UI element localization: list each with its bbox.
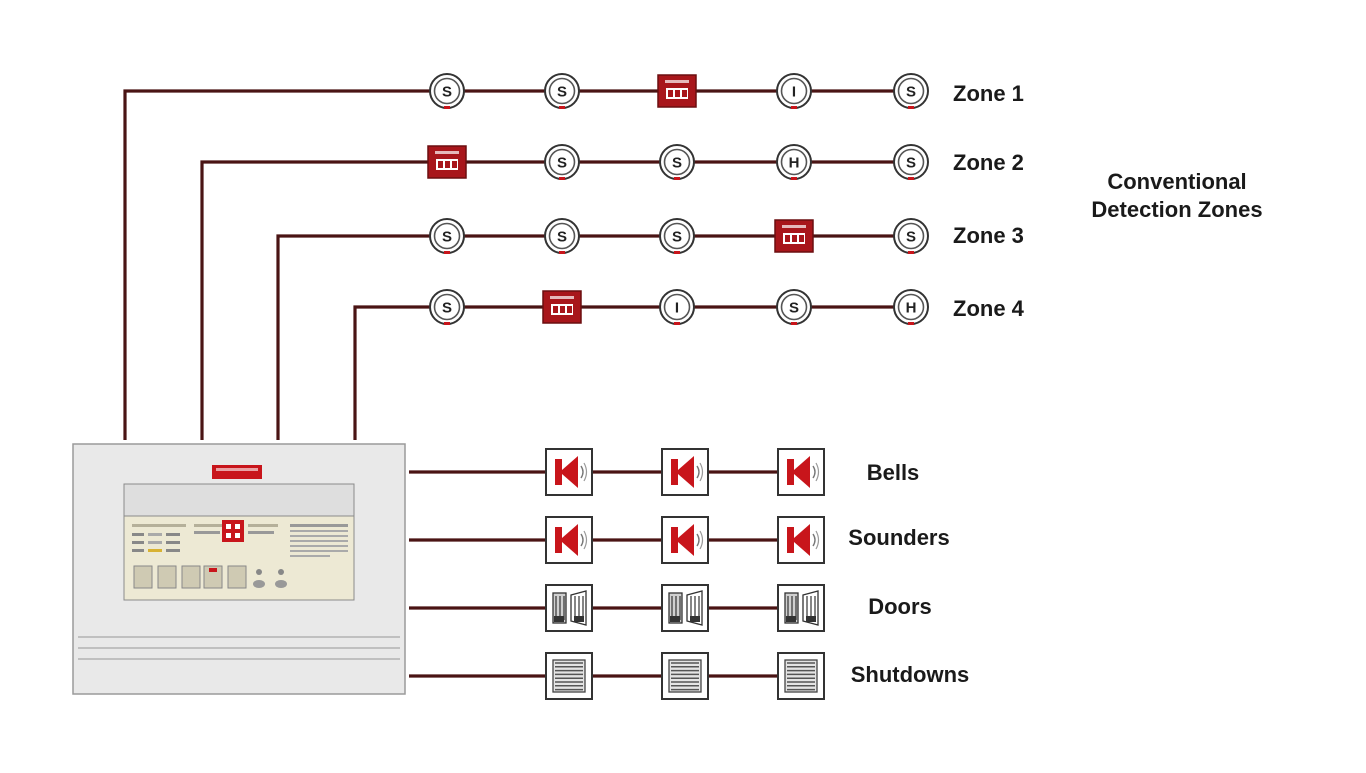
manual-call-point-icon (542, 290, 582, 324)
sounder-icon (777, 516, 825, 564)
bell-icon (545, 448, 593, 496)
device-letter: H (789, 155, 800, 172)
door-holder-icon (777, 584, 825, 632)
diagram-title: Conventional Detection Zones (1091, 169, 1262, 222)
output-label-sounders: Sounders (848, 525, 949, 550)
smoke-detector-icon: S (893, 144, 929, 180)
panel-vents (78, 636, 400, 660)
device-letter: S (557, 84, 567, 101)
smoke-detector-icon: S (659, 144, 695, 180)
smoke-detector-icon: S (544, 73, 580, 109)
panel-display (123, 483, 355, 517)
shutdown-relay-icon (777, 652, 825, 700)
smoke-detector-icon: S (659, 218, 695, 254)
device-letter: S (557, 155, 567, 172)
smoke-detector-icon: S (544, 218, 580, 254)
zone-wire-3 (276, 234, 911, 440)
smoke-detector-icon: S (429, 218, 465, 254)
manual-call-point-icon (427, 145, 467, 179)
zone-label-4: Zone 4 (953, 296, 1025, 321)
sounder-icon (545, 516, 593, 564)
device-letter: S (906, 229, 916, 246)
device-letter: H (906, 300, 917, 317)
wiring (123, 89, 911, 678)
title-line-1: Conventional (1107, 169, 1246, 194)
zone-label-3: Zone 3 (953, 223, 1024, 248)
sounder-icon (661, 516, 709, 564)
bell-icon (777, 448, 825, 496)
device-letter: S (789, 300, 799, 317)
device-letter: S (442, 84, 452, 101)
smoke-detector-icon: S (544, 144, 580, 180)
smoke-detector-icon: S (429, 289, 465, 325)
device-letter: S (672, 229, 682, 246)
shutdown-relay-icon (661, 652, 709, 700)
manual-call-point-icon (657, 74, 697, 108)
shutdown-relay-icon (545, 652, 593, 700)
smoke-detector-icon: S (893, 73, 929, 109)
ionisation-detector-icon: I (659, 289, 695, 325)
panel-buttons (133, 565, 287, 589)
zone-labels: Zone 1 Zone 2 Zone 3 Zone 4 (953, 81, 1025, 321)
device-letter: S (906, 155, 916, 172)
output-labels: Bells Sounders Doors Shutdowns (848, 460, 969, 687)
device-letter: I (792, 84, 796, 101)
panel-logo (212, 465, 262, 479)
output-label-shutdowns: Shutdowns (851, 662, 970, 687)
door-holder-icon (545, 584, 593, 632)
device-letter: S (906, 84, 916, 101)
heat-detector-icon: H (893, 289, 929, 325)
manual-call-point-icon (774, 219, 814, 253)
zone-label-2: Zone 2 (953, 150, 1024, 175)
device-letter: S (442, 229, 452, 246)
bell-icon (661, 448, 709, 496)
zone-wire-1 (123, 89, 911, 440)
device-letter: S (557, 229, 567, 246)
zone-label-1: Zone 1 (953, 81, 1024, 106)
smoke-detector-icon: S (776, 289, 812, 325)
device-letter: S (442, 300, 452, 317)
output-label-doors: Doors (868, 594, 932, 619)
alarm-indicator (194, 520, 278, 542)
instruction-text-block (290, 524, 348, 557)
ionisation-detector-icon: I (776, 73, 812, 109)
heat-detector-icon: H (776, 144, 812, 180)
devices: S S I S S S H S S S S S S I S H (427, 73, 929, 700)
indicator-leds (132, 524, 186, 552)
control-panel (72, 443, 406, 695)
zone-wire-4 (353, 305, 911, 440)
output-label-bells: Bells (867, 460, 920, 485)
door-holder-icon (661, 584, 709, 632)
device-letter: I (675, 300, 679, 317)
smoke-detector-icon: S (429, 73, 465, 109)
smoke-detector-icon: S (893, 218, 929, 254)
title-line-2: Detection Zones (1091, 197, 1262, 222)
device-letter: S (672, 155, 682, 172)
